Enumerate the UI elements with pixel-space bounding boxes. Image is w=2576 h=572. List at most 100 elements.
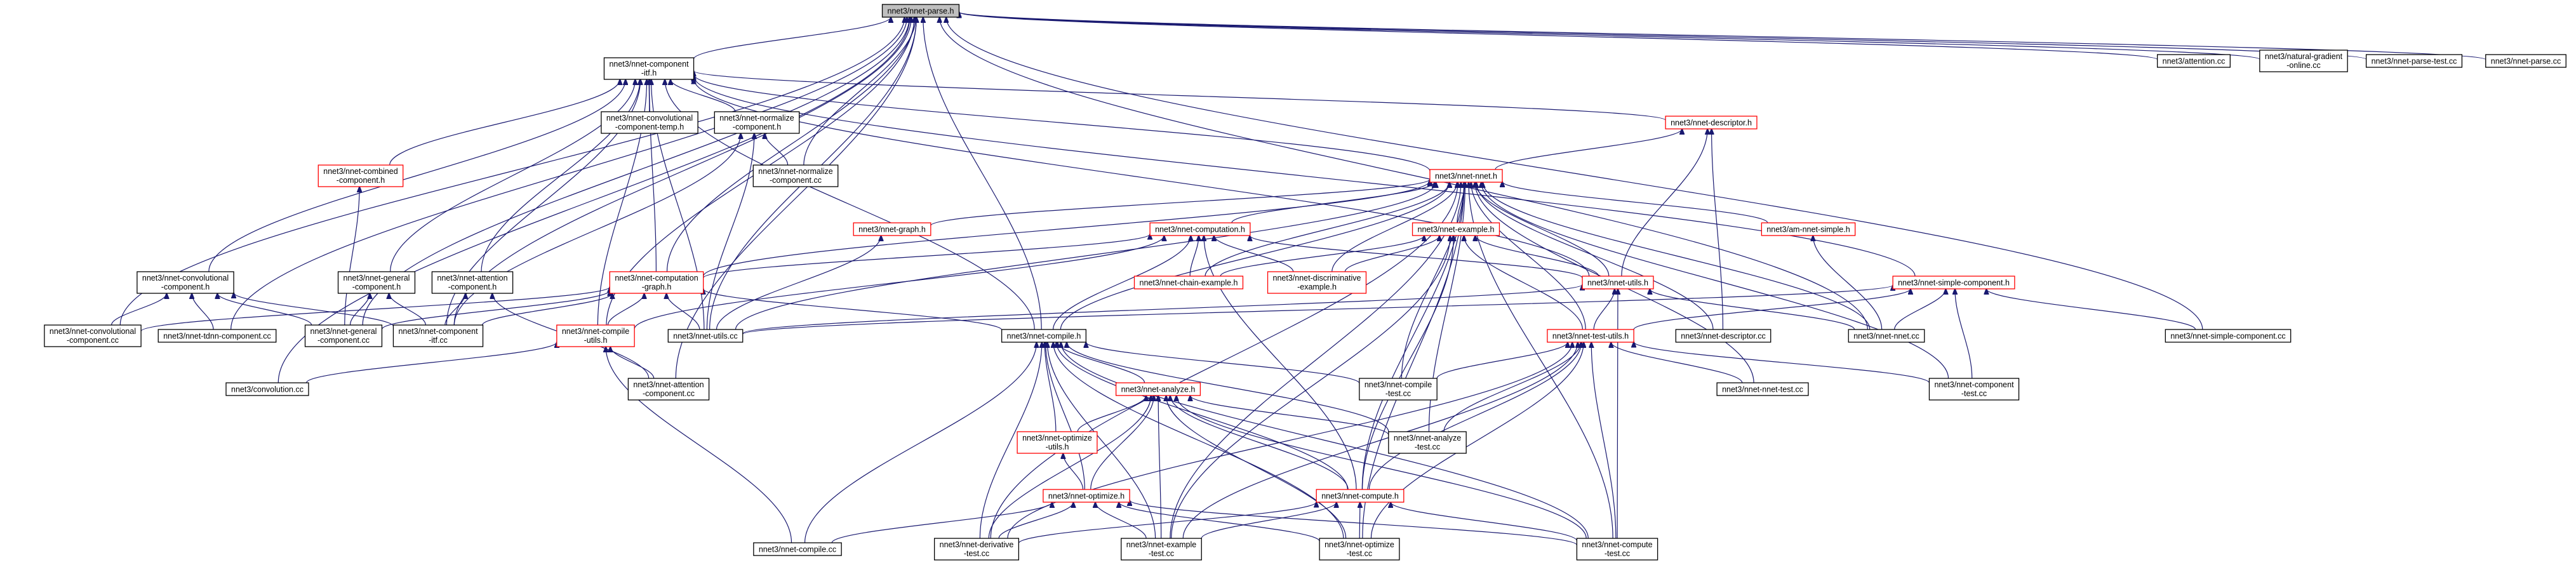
file-node[interactable]: nnet3/nnet-nnet-test.cc: [1716, 382, 1809, 396]
file-node[interactable]: nnet3/nnet-compute.h: [1316, 489, 1405, 503]
dependency-edge: [230, 17, 907, 330]
file-node[interactable]: nnet3/nnet-descriptor.cc: [1675, 329, 1772, 343]
dependency-edge: [998, 502, 1073, 539]
file-node[interactable]: nnet3/nnet-compile.h: [1001, 329, 1087, 343]
dependency-edge: [1177, 396, 1587, 539]
node-box: [853, 222, 931, 236]
file-node[interactable]: nnet3/nnet-simple-component.cc: [2165, 329, 2292, 343]
file-node[interactable]: nnet3/nnet-utils.h: [1582, 276, 1654, 289]
dependency-edge: [1591, 342, 1617, 539]
file-node[interactable]: nnet3/nnet-nnet.cc: [1848, 329, 1925, 343]
file-node[interactable]: nnet3/nnet-example.h: [1411, 222, 1500, 236]
file-node[interactable]: nnet3/nnet-parse.cc: [2485, 54, 2566, 68]
node-box: [1665, 116, 1758, 130]
file-node[interactable]: nnet3/nnet-convolutional-component-temp.…: [601, 111, 698, 134]
root-file-node: nnet3/nnet-parse.h: [881, 4, 960, 18]
file-node[interactable]: nnet3/nnet-component-itf.h: [603, 57, 695, 80]
dependency-edge: [1362, 236, 1454, 490]
node-label: nnet3/nnet-compile.h: [1007, 332, 1081, 341]
node-label: nnet3/nnet-optimize.h: [1048, 492, 1124, 501]
file-node[interactable]: nnet3/nnet-optimize-utils.h: [1017, 431, 1098, 454]
file-node[interactable]: nnet3/nnet-optimize-test.cc: [1319, 538, 1400, 561]
dependency-edge: [1053, 236, 1191, 330]
node-box: [1043, 489, 1130, 503]
dependency-edge: [1077, 396, 1146, 432]
dependency-edge: [1471, 182, 1586, 330]
file-node[interactable]: nnet3/nnet-convolutional-component.cc: [44, 324, 142, 347]
dependency-edge: [1086, 342, 1360, 384]
dependency-edge: [1813, 236, 1883, 330]
file-node[interactable]: nnet3/nnet-utils.cc: [667, 329, 744, 343]
dependency-edge: [610, 347, 655, 379]
file-node[interactable]: nnet3/nnet-normalize-component.h: [714, 111, 800, 134]
dependency-edge: [1057, 342, 1348, 490]
file-node[interactable]: nnet3/am-nnet-simple.h: [1761, 222, 1856, 236]
file-node[interactable]: nnet3/nnet-component-test.cc: [1928, 378, 2020, 401]
node-label: nnet3/nnet-simple-component.cc: [2170, 332, 2285, 341]
node-box: [2485, 54, 2566, 68]
dependency-edge: [1712, 129, 1724, 330]
file-node[interactable]: nnet3/nnet-convolutional-component.h: [137, 271, 234, 294]
file-node[interactable]: nnet3/nnet-computation.h: [1149, 222, 1251, 236]
dependency-edge: [1189, 236, 1199, 277]
dependency-edge: [1359, 502, 1360, 539]
node-label: nnet3/nnet-example.h: [1418, 225, 1495, 234]
dependency-edge: [1158, 396, 1162, 539]
file-node[interactable]: nnet3/nnet-simple-component.h: [1892, 276, 2015, 289]
file-node[interactable]: nnet3/nnet-chain-example.h: [1133, 276, 1244, 289]
node-label: -component.h: [337, 176, 385, 185]
file-node[interactable]: nnet3/nnet-graph.h: [853, 222, 931, 236]
file-node[interactable]: nnet3/nnet-compute-test.cc: [1576, 538, 1658, 561]
node-label: -test.cc: [1961, 389, 1987, 398]
dependency-edge: [694, 79, 1590, 277]
file-node[interactable]: nnet3/nnet-parse-test.cc: [2365, 54, 2463, 68]
file-node[interactable]: nnet3/natural-gradient-online.cc: [2259, 50, 2348, 72]
file-node[interactable]: nnet3/nnet-compile.cc: [753, 542, 842, 556]
node-label: nnet3/nnet-combined: [323, 167, 397, 176]
dependency-edge: [234, 293, 394, 327]
node-label: nnet3/nnet-normalize: [758, 167, 832, 176]
file-node[interactable]: nnet3/nnet-compile-utils.h: [556, 324, 635, 347]
node-label: -component.h: [161, 283, 210, 291]
file-node[interactable]: nnet3/nnet-attention-component.h: [431, 271, 514, 294]
node-label: -component.cc: [317, 336, 370, 345]
file-node[interactable]: nnet3/nnet-computation-graph.h: [609, 271, 704, 294]
file-node[interactable]: nnet3/nnet-component-itf.cc: [392, 324, 484, 347]
file-node[interactable]: nnet3/nnet-combined-component.h: [317, 164, 404, 187]
dependency-edge: [1166, 396, 1347, 539]
dependency-edge: [1370, 342, 1584, 539]
file-node[interactable]: nnet3/nnet-normalize-component.cc: [752, 164, 839, 187]
file-node[interactable]: nnet3/nnet-descriptor.h: [1665, 116, 1758, 130]
node-box: [1267, 271, 1367, 294]
file-node[interactable]: nnet3/nnet-optimize.h: [1043, 489, 1130, 503]
dependency-edge: [606, 347, 792, 543]
file-node[interactable]: nnet3/nnet-test-utils.h: [1547, 329, 1634, 343]
file-node[interactable]: nnet3/nnet-tdnn-component.cc: [157, 329, 277, 343]
dependency-edge: [1250, 236, 1583, 279]
file-node[interactable]: nnet3/nnet-attention-component.cc: [627, 378, 710, 401]
dependency-edge: [634, 236, 1164, 329]
file-node[interactable]: nnet3/nnet-derivative-test.cc: [933, 538, 1020, 561]
dependency-edge: [390, 79, 636, 272]
file-node[interactable]: nnet3/nnet-nnet.h: [1429, 169, 1503, 183]
node-label: -component.cc: [67, 336, 119, 345]
file-node[interactable]: nnet3/nnet-discriminative-example.h: [1267, 271, 1367, 294]
file-node[interactable]: nnet3/attention.cc: [2157, 54, 2231, 68]
node-box: [1017, 431, 1098, 454]
dependency-edge: [1204, 236, 1357, 490]
node-label: -test.cc: [1347, 549, 1372, 558]
node-box: [933, 538, 1020, 561]
dependency-edge: [1475, 182, 1610, 277]
file-node[interactable]: nnet3/nnet-general-component.h: [337, 271, 416, 294]
file-node[interactable]: nnet3/nnet-compile-test.cc: [1359, 378, 1438, 401]
file-node[interactable]: nnet3/nnet-general-component.cc: [304, 324, 383, 347]
dependency-edge: [1067, 342, 1389, 432]
file-node[interactable]: nnet3/convolution.cc: [225, 382, 309, 396]
dependency-edge: [959, 12, 2486, 60]
dependency-edge: [1182, 342, 1578, 539]
file-node[interactable]: nnet3/nnet-analyze-test.cc: [1388, 431, 1467, 454]
file-node[interactable]: nnet3/nnet-analyze.h: [1115, 382, 1201, 396]
node-label: nnet3/nnet-example: [1126, 540, 1197, 549]
node-box: [1582, 276, 1654, 289]
file-node[interactable]: nnet3/nnet-example-test.cc: [1121, 538, 1202, 561]
